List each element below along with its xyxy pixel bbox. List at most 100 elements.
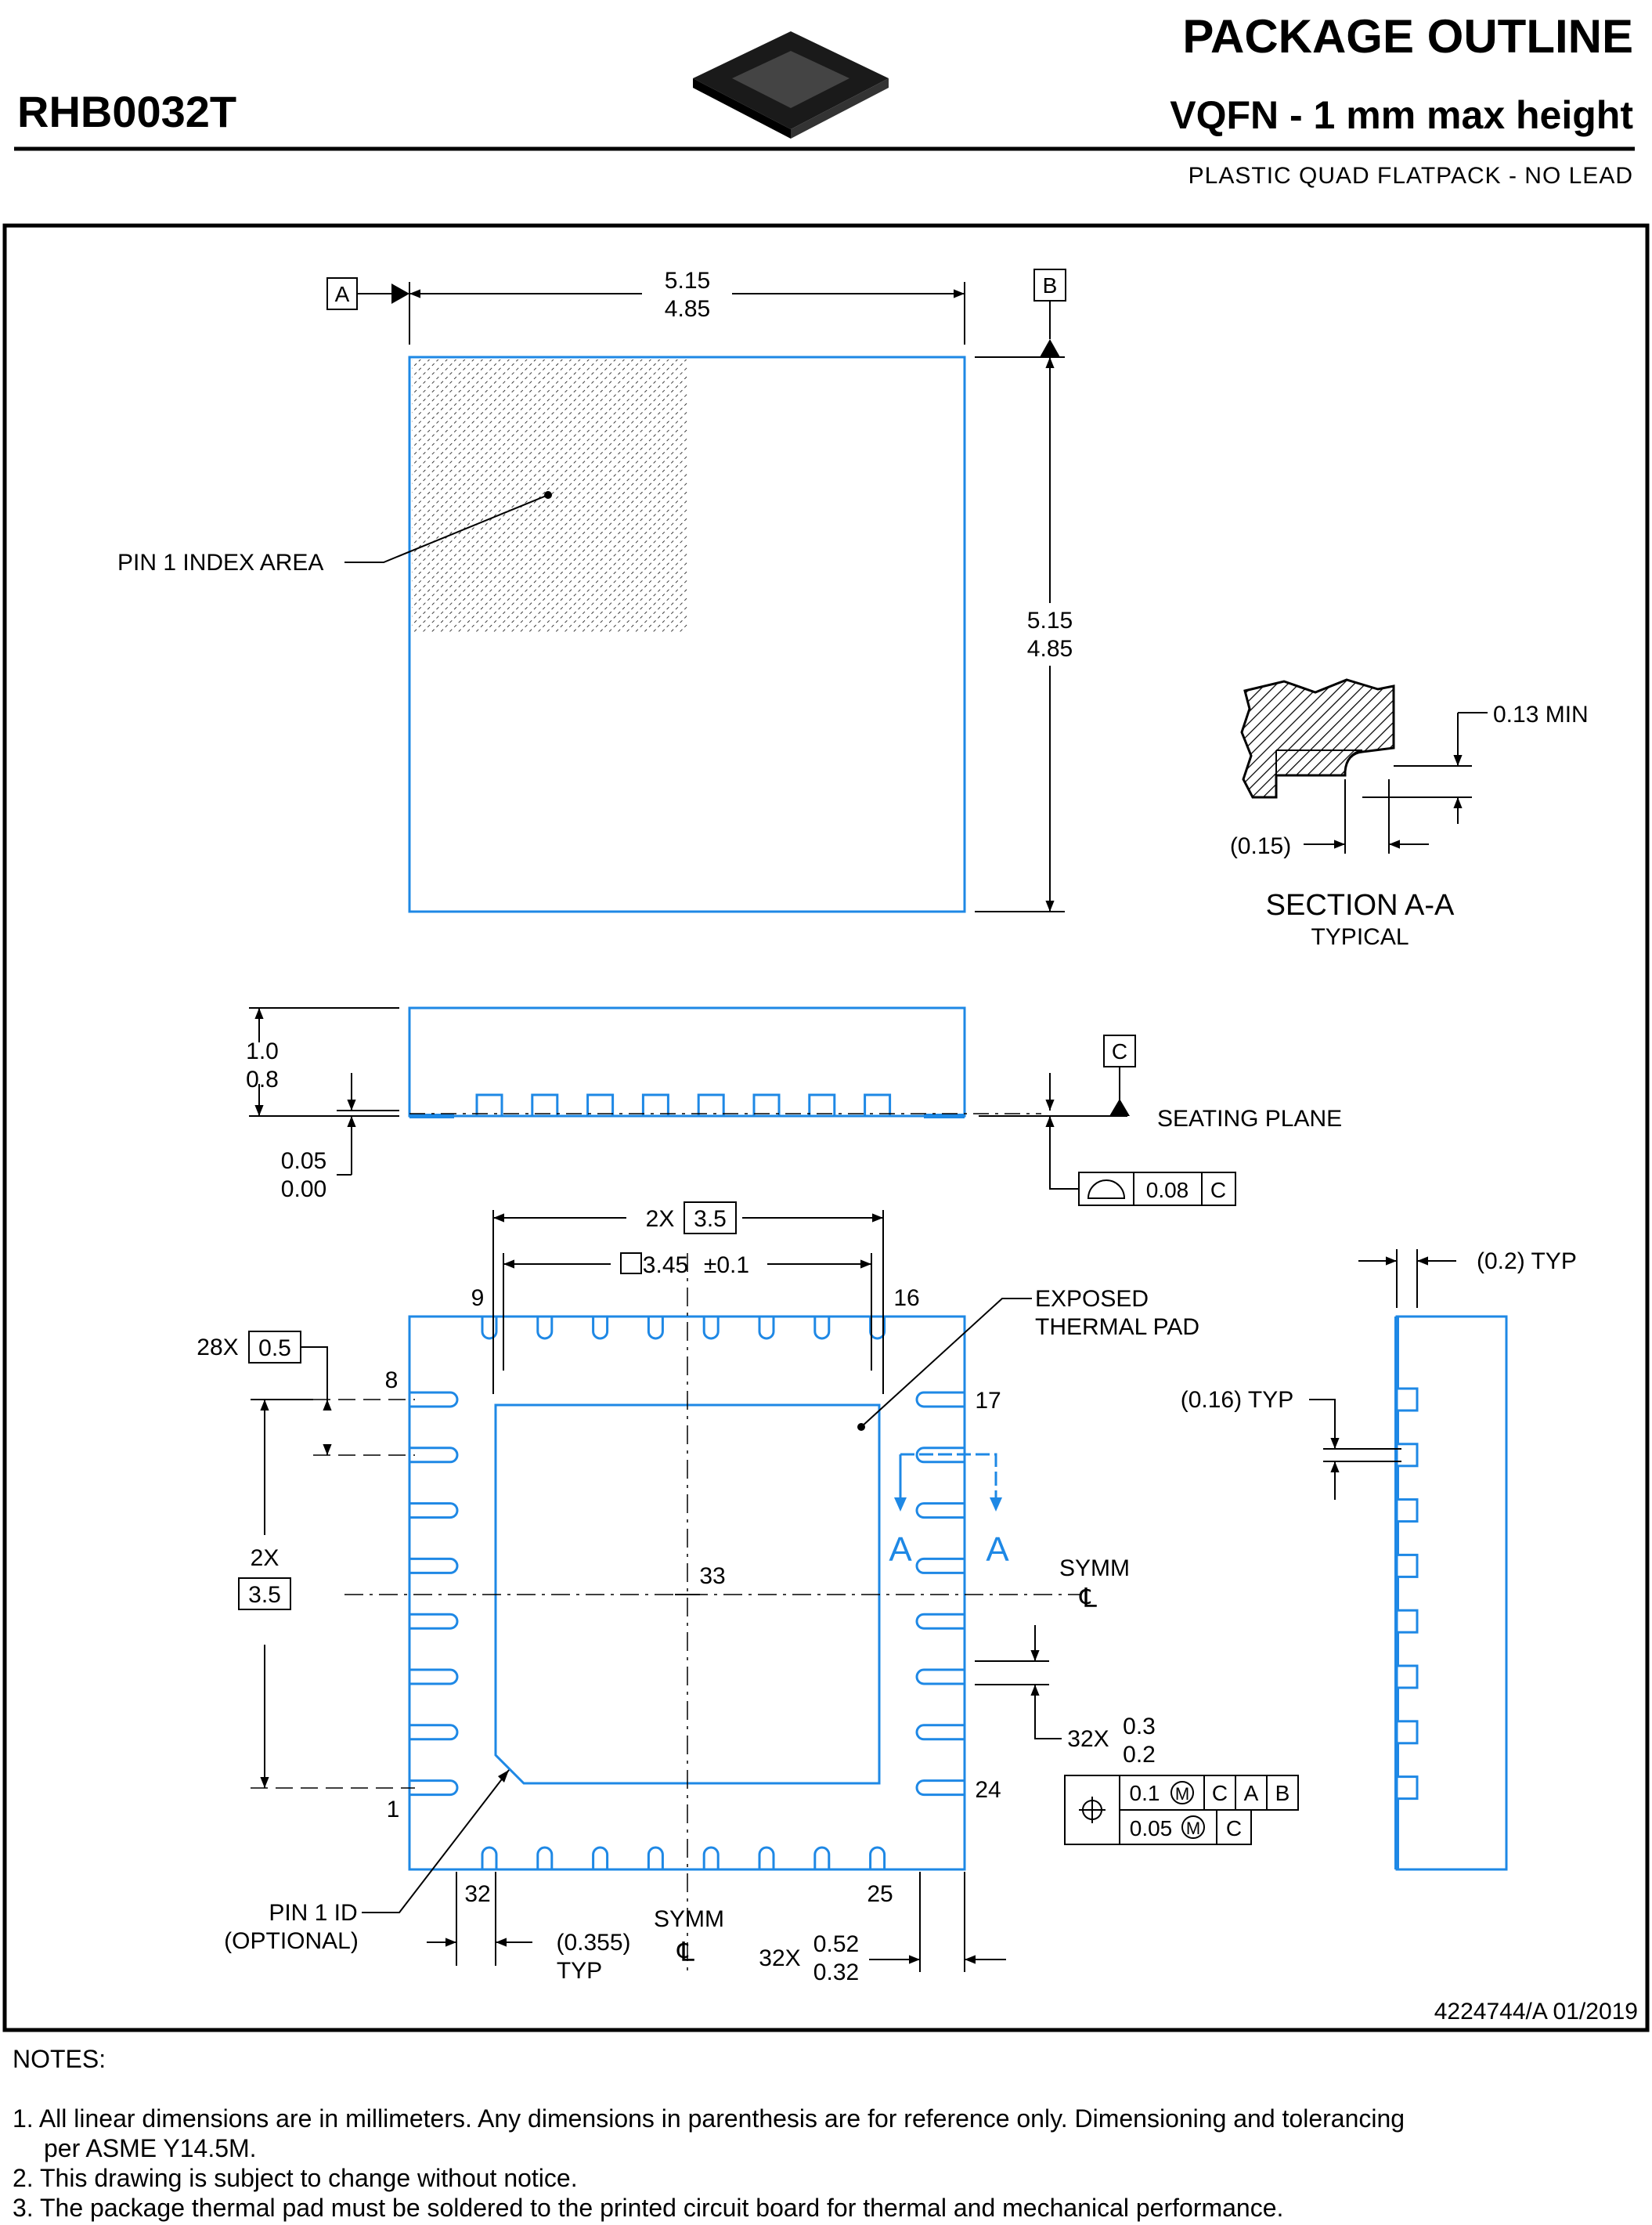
side-lead <box>586 1093 615 1118</box>
basic-dim-box-top <box>684 1201 737 1234</box>
lead-top <box>536 1317 554 1340</box>
drawing-frame <box>2 223 1650 2032</box>
package-icon <box>693 31 889 139</box>
edge-leads <box>1395 1387 1419 1801</box>
note-2: 2. This drawing is subject to change wit… <box>13 2164 578 2192</box>
note-1: 1. All linear dimensions are in millimet… <box>13 2104 1405 2133</box>
lead-top <box>647 1317 664 1340</box>
note-1-continued: per ASME Y14.5M. <box>44 2134 257 2162</box>
pos-ref-b: B <box>1275 1781 1290 1805</box>
pin-8: 8 <box>385 1367 399 1393</box>
edge-thickness-ref: (0.2) TYP <box>1477 1248 1577 1274</box>
note-3: 3. The package thermal pad must be solde… <box>13 2194 1284 2222</box>
pos-tol-2: 0.05 <box>1130 1816 1173 1840</box>
lead-right <box>915 1391 965 1408</box>
side-leads <box>475 1093 892 1118</box>
pin-25: 25 <box>867 1881 893 1907</box>
lead-bottom <box>702 1846 720 1869</box>
pin-33: 33 <box>699 1563 725 1589</box>
leads-top <box>481 1317 886 1340</box>
edge-lead <box>1395 1553 1419 1578</box>
edge-lead <box>1395 1443 1419 1468</box>
left-pitch-count: 2X <box>251 1545 280 1571</box>
lead-left <box>409 1557 459 1574</box>
lead-top <box>481 1317 498 1340</box>
top-view: 5.15 4.85 A 5.15 4.85 B PIN 1 INDEX AREA <box>117 268 1073 913</box>
lead-left <box>409 1613 459 1630</box>
lead-bottom <box>536 1846 554 1869</box>
lead-bottom <box>481 1846 498 1869</box>
lead-left <box>409 1391 459 1408</box>
symm-label-bottom: SYMM <box>654 1906 724 1932</box>
lead-left <box>409 1447 459 1464</box>
exposed-pad-label-1: EXPOSED <box>1035 1286 1149 1312</box>
notes-section: NOTES: 1. All linear dimensions are in m… <box>13 2044 1405 2223</box>
lead-bottom <box>758 1846 775 1869</box>
side-lead <box>531 1093 559 1118</box>
datum-c-box <box>1103 1035 1136 1067</box>
section-marker-left: A <box>889 1530 912 1569</box>
left-pitch-value: 3.5 <box>248 1582 281 1608</box>
notes-heading: NOTES: <box>13 2045 106 2073</box>
side-lead <box>752 1093 781 1118</box>
edge-view: (0.2) TYP (0.16) TYP <box>1181 1248 1577 1871</box>
lead-width-max: 0.3 <box>1123 1714 1156 1739</box>
lead-top <box>702 1317 720 1340</box>
pin-1: 1 <box>387 1797 400 1822</box>
document-id: 4224744/A 01/2019 <box>1434 1999 1638 2025</box>
leads-left <box>409 1391 459 1797</box>
seating-plane-label: SEATING PLANE <box>1157 1106 1342 1132</box>
edge-lead <box>1395 1775 1419 1801</box>
side-lead <box>641 1093 669 1118</box>
datum-c-label: C <box>1112 1039 1127 1064</box>
lead-top <box>869 1317 886 1340</box>
leads-right <box>915 1391 965 1797</box>
lead-length-max: 0.52 <box>813 1931 859 1957</box>
standoff-max: 0.05 <box>281 1148 326 1174</box>
lead-right <box>915 1613 965 1630</box>
datum-a-label: A <box>335 282 350 306</box>
lead-right <box>915 1724 965 1741</box>
edge-lead <box>1395 1720 1419 1745</box>
flatness-datum: C <box>1210 1178 1226 1202</box>
position-tolerance-frame: 0.1 M C A B 0.05 M C <box>1064 1775 1299 1845</box>
chamfer-ref: (0.355) <box>556 1930 630 1956</box>
pos-ref-c-1: C <box>1212 1781 1228 1805</box>
svg-text:M: M <box>1175 1784 1189 1804</box>
drawing-title: PACKAGE OUTLINE <box>1182 10 1633 63</box>
pin-24: 24 <box>975 1777 1001 1803</box>
lead-right <box>915 1557 965 1574</box>
drawing-subtitle: VQFN - 1 mm max height <box>1170 93 1633 137</box>
lead-bottom <box>869 1846 886 1869</box>
lead-right <box>915 1779 965 1797</box>
exposed-pad-label-2: THERMAL PAD <box>1035 1314 1199 1340</box>
lead-left <box>409 1724 459 1741</box>
section-min-label: 0.13 MIN <box>1493 702 1589 728</box>
top-pitch-value: 3.5 <box>694 1206 727 1232</box>
lead-left <box>409 1668 459 1685</box>
section-title: SECTION A-A <box>1266 889 1455 922</box>
leads-bottom <box>481 1846 886 1869</box>
lead-width-min: 0.2 <box>1123 1742 1156 1768</box>
lead-right <box>915 1447 965 1464</box>
svg-text:M: M <box>1186 1819 1200 1838</box>
lead-left <box>409 1779 459 1797</box>
edge-lead <box>1395 1609 1419 1634</box>
side-height-max: 1.0 <box>246 1038 279 1064</box>
centerline-symbol-bottom: ℄ <box>676 1938 694 1967</box>
lead-top <box>592 1317 609 1340</box>
lead-top <box>813 1317 831 1340</box>
lead-length-min: 0.32 <box>813 1960 859 1985</box>
lead-bottom <box>647 1846 664 1869</box>
side-lead <box>864 1093 892 1118</box>
flatness-icon <box>1087 1179 1126 1199</box>
top-height-min: 4.85 <box>1027 636 1073 662</box>
pin1-id-optional: (OPTIONAL) <box>224 1928 359 1954</box>
section-ref-label: (0.15) <box>1230 833 1291 859</box>
section-subtitle: TYPICAL <box>1311 924 1409 950</box>
part-number: RHB0032T <box>17 87 237 136</box>
pin1-id-label: PIN 1 ID <box>269 1900 357 1926</box>
pin-16: 16 <box>893 1285 919 1311</box>
pad-tolerance: ±0.1 <box>704 1252 749 1278</box>
